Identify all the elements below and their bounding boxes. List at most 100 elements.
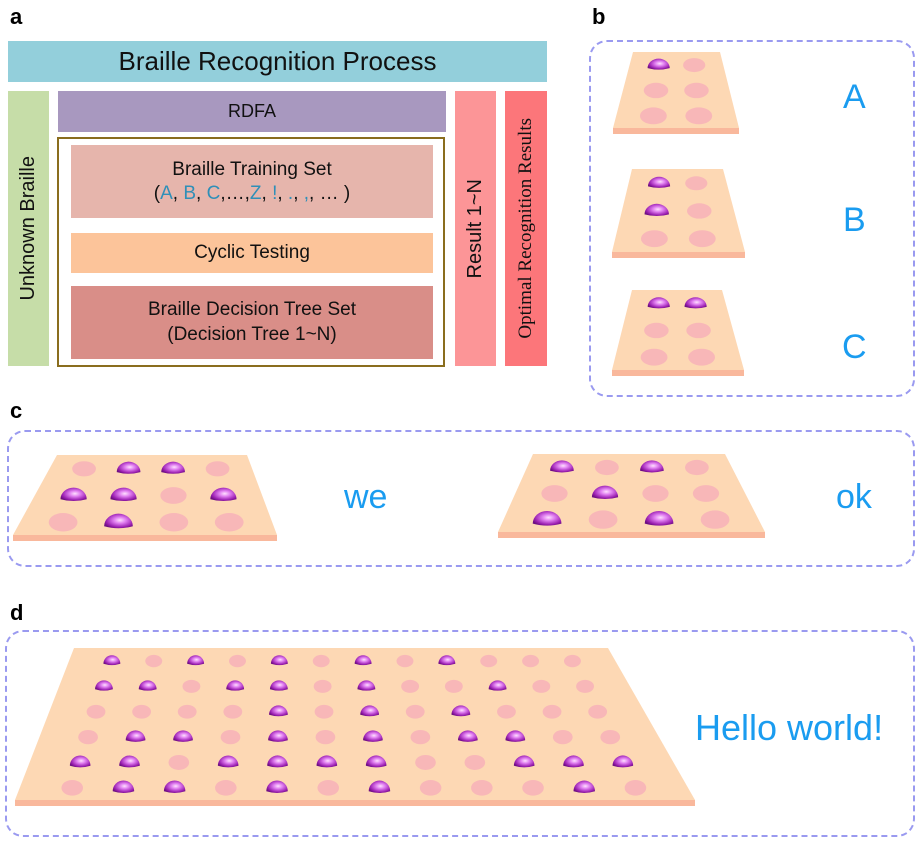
unknown-braille-bar: Unknown Braille xyxy=(8,91,49,366)
cell-C-dot-flat xyxy=(686,322,711,339)
cell-C-dot-flat xyxy=(688,348,715,366)
cell-A-dot-flat xyxy=(684,82,709,99)
word-ok-dot-raised xyxy=(591,485,619,500)
cell-B-dot-flat xyxy=(688,230,716,248)
hello-world-dot-flat xyxy=(317,779,340,796)
hello-world-dot-raised xyxy=(69,755,91,768)
hello-world-dot-flat xyxy=(600,729,621,745)
word-ok: ok xyxy=(836,478,872,516)
hello-world-dot-raised xyxy=(119,755,140,768)
word-we-dot-raised xyxy=(210,487,237,502)
word-we-dot-raised xyxy=(161,461,185,474)
hello-world-dot-raised xyxy=(187,655,205,666)
hello-world-dot-flat xyxy=(405,704,425,719)
hello-world-dot-flat xyxy=(624,779,647,796)
word-ok-dot-flat xyxy=(700,510,730,529)
hello-world-dot-raised xyxy=(573,780,596,793)
hello-world-dot-flat xyxy=(396,654,414,668)
hello-world-dot-raised xyxy=(354,655,372,666)
word-ok-dot-flat xyxy=(692,485,720,502)
panel-b-label: b xyxy=(592,4,606,29)
word-ok-dot-flat xyxy=(685,459,709,476)
hello-world-dot-flat xyxy=(444,679,463,693)
cell-C-surface xyxy=(612,290,744,370)
hello-world-dot-flat xyxy=(312,654,330,668)
hello-world-dot-flat xyxy=(415,754,436,770)
training-set-title: Braille Training Set xyxy=(172,158,332,180)
panel-d-label: d xyxy=(10,600,24,625)
hello-world-dot-flat xyxy=(532,679,551,693)
panel-c-label: c xyxy=(10,398,23,423)
training-set-box: Braille Training Set (A, B, C,…,Z, !, .,… xyxy=(71,145,433,218)
char-exclamation: ! xyxy=(272,182,278,204)
word-we-dot-raised xyxy=(110,487,137,502)
hello-world-dot-flat xyxy=(223,704,243,719)
cell-B-dot-flat xyxy=(640,230,668,248)
hello-world-dot-flat xyxy=(464,754,486,770)
hello-world-dot-raised xyxy=(267,755,288,768)
cell-C-dot-raised xyxy=(647,297,670,309)
hello-world-dot-flat xyxy=(522,779,544,796)
decision-tree-title: Braille Decision Tree Set xyxy=(147,298,357,320)
hello-world-dot-flat xyxy=(132,704,152,719)
word-ok-dot-raised xyxy=(644,510,674,526)
hello-world-dot-flat xyxy=(229,654,246,668)
word-we-dot-flat xyxy=(159,513,189,532)
hello-world-dot-flat xyxy=(401,679,420,693)
word-we-dot-flat xyxy=(214,513,244,532)
hello-world-dot-flat xyxy=(522,654,540,668)
optimal-results-bar: Optimal Recognition Results xyxy=(505,91,547,366)
hello-world-dot-flat xyxy=(86,704,106,719)
letter-B: B xyxy=(843,201,866,239)
hello-world-dot-raised xyxy=(505,730,526,742)
result-bar: Result 1~N xyxy=(455,91,496,366)
panel-d-frame xyxy=(5,630,915,837)
process-title-bar: Braille Recognition Process xyxy=(8,41,547,82)
char-C: C xyxy=(206,182,221,204)
hello-world-dot-raised xyxy=(269,680,288,691)
cell-A-dot-flat xyxy=(639,107,667,125)
word-we-dot-flat xyxy=(48,513,78,532)
word-we-edge xyxy=(13,535,277,541)
word-ok-dot-flat xyxy=(541,485,568,502)
hello-world-dot-raised xyxy=(125,730,146,742)
hello-world-dot-flat xyxy=(177,704,197,719)
hello-world-dot-raised xyxy=(270,655,288,666)
cell-B-dot-raised xyxy=(647,176,671,188)
hello-world-dot-raised xyxy=(513,755,535,768)
letter-C: C xyxy=(842,328,867,366)
hello-world-dot-flat xyxy=(182,679,201,693)
word-ok-edge xyxy=(498,532,765,538)
rdfa-frame xyxy=(57,137,445,367)
hello-world-dot-flat xyxy=(410,729,431,745)
cell-A-dot-raised xyxy=(647,58,670,70)
panel-a-label: a xyxy=(10,4,23,29)
char-A: A xyxy=(160,182,173,204)
decision-tree-sub: (Decision Tree 1~N) xyxy=(167,323,337,345)
word-we-dot-flat xyxy=(160,487,187,504)
word-we-dot-raised xyxy=(104,513,133,529)
hello-world-dot-raised xyxy=(173,730,193,742)
word-we: we xyxy=(344,478,388,516)
hello-world-dot-flat xyxy=(419,779,442,796)
hello-world-dot-flat xyxy=(145,654,163,668)
cell-B-dot-flat xyxy=(687,203,712,219)
process-title: Braille Recognition Process xyxy=(118,46,437,76)
hello-world-dot-raised xyxy=(365,755,387,768)
word-ok-dot-raised xyxy=(640,460,664,473)
training-set-items: (A, B, C,…,Z, !, ., ,, … ) xyxy=(153,182,351,204)
decision-tree-box: Braille Decision Tree Set (Decision Tree… xyxy=(71,286,433,359)
hello-world-dot-flat xyxy=(563,654,581,668)
hello-world-dot-raised xyxy=(138,680,157,691)
cell-A-surface xyxy=(613,52,739,128)
hello-world-dot-raised xyxy=(563,755,584,768)
hello-world-dot-raised xyxy=(217,755,239,768)
hello-world-dot-raised xyxy=(112,780,135,793)
word-we-dot-flat xyxy=(205,461,230,477)
hello-world-dot-raised xyxy=(103,655,121,666)
rdfa-label: RDFA xyxy=(227,101,276,121)
hello-world-dot-raised xyxy=(438,655,456,666)
hello-world-dot-raised xyxy=(357,680,376,691)
hello-world-dot-flat xyxy=(471,779,493,796)
